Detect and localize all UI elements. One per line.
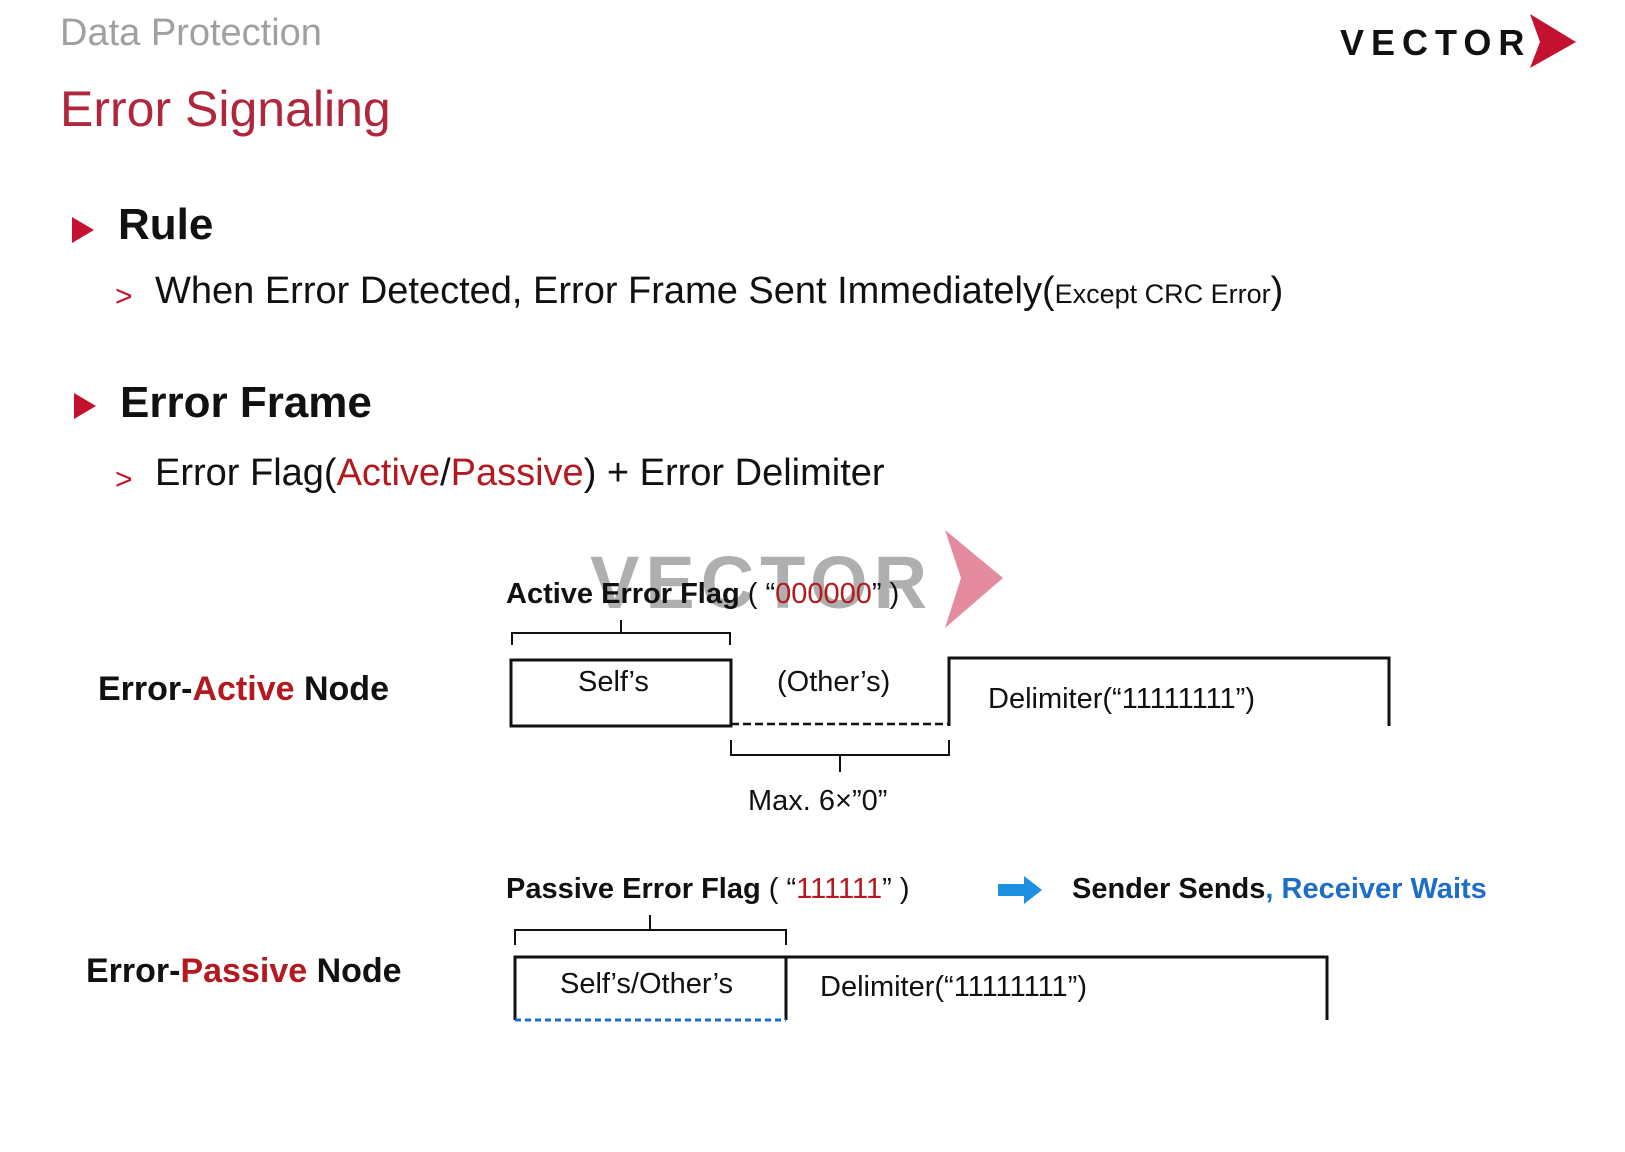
flag-value: 111111 bbox=[796, 873, 883, 905]
right-arrow-icon bbox=[998, 876, 1042, 904]
ef-part1: Error Flag( bbox=[155, 452, 337, 494]
delimiter-passive-label: Delimiter(“11111111”) bbox=[820, 971, 1087, 1003]
passive-error-flag-label: Passive Error Flag ( “111111” ) bbox=[506, 873, 910, 906]
sub-bullet-icon: > bbox=[115, 280, 133, 313]
rule-text-exception: Except CRC Error bbox=[1054, 279, 1271, 309]
section-label: Data Protection bbox=[60, 12, 322, 54]
logo-arrow-icon bbox=[1530, 14, 1576, 68]
delimiter-passive-frame bbox=[786, 955, 1329, 1020]
node-prefix: Error- bbox=[86, 952, 181, 990]
ef-part2: ) + Error Delimiter bbox=[583, 452, 885, 494]
delimiter-active-label: Delimiter(“11111111”) bbox=[988, 683, 1255, 715]
flag-open: ( “ bbox=[760, 873, 797, 905]
flag-label: Passive Error Flag bbox=[506, 873, 761, 905]
self-others-box-label: Self’s/Other’s bbox=[560, 968, 733, 1000]
result-text: Sender Sends, Receiver Waits bbox=[1072, 873, 1487, 906]
bullet-triangle-icon bbox=[74, 393, 96, 419]
node-suffix: Node bbox=[294, 670, 389, 708]
node-highlight: Passive bbox=[180, 952, 308, 990]
logo-text: VECTOR bbox=[1340, 22, 1532, 63]
rule-text-main: When Error Detected, Error Frame Sent Im… bbox=[155, 270, 1055, 312]
page-title: Error Signaling bbox=[60, 81, 391, 137]
self-box bbox=[509, 658, 733, 728]
watermark-arrow-icon bbox=[945, 530, 1003, 628]
comma-text: , bbox=[1265, 873, 1282, 905]
receiver-text: Receiver Waits bbox=[1281, 873, 1487, 905]
node-highlight: Active bbox=[192, 670, 295, 708]
flag-close: ” ) bbox=[871, 578, 900, 610]
flag-value: 000000 bbox=[775, 578, 872, 610]
error-active-node-label: Error-Active Node bbox=[98, 670, 389, 709]
active-error-flag-label: Active Error Flag ( “000000” ) bbox=[506, 578, 899, 611]
node-suffix: Node bbox=[307, 952, 402, 990]
vector-logo: VECTOR bbox=[1340, 10, 1610, 70]
flag-close: ” ) bbox=[882, 873, 910, 905]
ef-passive: Passive bbox=[450, 452, 584, 494]
self-others-box bbox=[513, 955, 788, 1020]
rule-text: When Error Detected, Error Frame Sent Im… bbox=[155, 270, 1283, 313]
rule-text-end: ) bbox=[1270, 270, 1284, 312]
ef-slash: / bbox=[440, 452, 451, 494]
error-frame-text: Error Flag(Active/Passive) + Error Delim… bbox=[155, 452, 885, 495]
node-prefix: Error- bbox=[98, 670, 193, 708]
error-frame-heading: Error Frame bbox=[120, 378, 372, 427]
active-flag-brace bbox=[511, 620, 731, 645]
error-passive-node-label: Error-Passive Node bbox=[86, 952, 402, 991]
flag-open: ( “ bbox=[739, 578, 776, 610]
sub-bullet-icon: > bbox=[115, 463, 133, 496]
passive-flag-brace bbox=[514, 915, 787, 945]
others-box-label: (Other’s) bbox=[777, 666, 891, 698]
bullet-triangle-icon bbox=[72, 217, 94, 243]
rule-heading: Rule bbox=[118, 200, 214, 249]
delimiter-active-frame bbox=[947, 656, 1391, 726]
flag-label: Active Error Flag bbox=[506, 578, 740, 610]
sender-text: Sender Sends bbox=[1072, 873, 1266, 905]
max-brace bbox=[730, 740, 950, 772]
max-label: Max. 6×”0” bbox=[748, 785, 888, 817]
ef-active: Active bbox=[336, 452, 441, 494]
self-box-label: Self’s bbox=[578, 666, 649, 698]
watermark-text: VECTOR bbox=[590, 541, 934, 624]
